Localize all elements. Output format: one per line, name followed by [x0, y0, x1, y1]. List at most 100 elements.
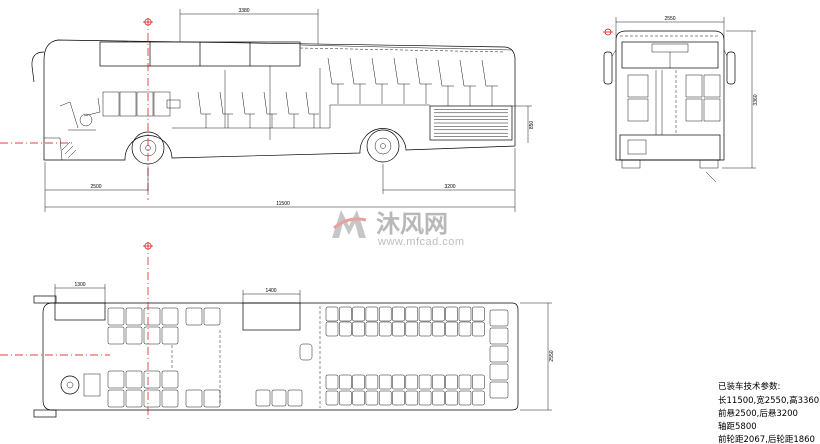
spec-line: 前轮距2067,后轮距1860 [718, 434, 815, 444]
plan-seat [325, 321, 339, 337]
plan-seat [143, 370, 161, 389]
plan-seat [472, 374, 485, 390]
plan-seat [432, 321, 445, 337]
plan-seat [432, 390, 445, 406]
plan-seat [352, 390, 365, 406]
plan-seat [458, 306, 472, 322]
plan-seat [489, 309, 509, 327]
plan-seat [405, 306, 419, 322]
side-mirror [31, 51, 45, 83]
side-seat [285, 91, 299, 128]
side-steering-wheel [79, 113, 93, 127]
plan-seat [325, 390, 339, 406]
plan-seat [489, 381, 509, 399]
plan-seat [405, 321, 419, 337]
plan-crosshair [143, 242, 153, 250]
rear-engine-grille [429, 105, 513, 141]
plan-seat [185, 307, 203, 326]
front-body-outline [615, 30, 725, 161]
plan-seat [445, 306, 458, 322]
spec-notes: 已装车技术参数: 长11500,宽2550,高3360 前悬2500,后悬320… [718, 381, 819, 444]
plan-seat [378, 321, 392, 337]
side-seat [327, 57, 344, 104]
plan-seat [143, 389, 161, 408]
plan-seat [255, 389, 271, 407]
plan-seat [161, 307, 179, 326]
plan-seat [107, 389, 125, 408]
logo-m-shape [332, 210, 366, 238]
plan-seat [489, 327, 509, 345]
front-width-label: 2550 [664, 16, 675, 22]
side-hatch-lines [61, 141, 77, 159]
side-crosshair [143, 18, 153, 26]
front-right-mirror [726, 51, 736, 85]
side-seat [393, 57, 410, 104]
plan-seat [143, 326, 161, 345]
plan-seat [365, 306, 379, 322]
side-seat [197, 91, 211, 128]
plan-seat [378, 374, 392, 390]
plan-seat [107, 307, 125, 326]
side-body-outline [43, 39, 516, 161]
rear-height-label: 850 [529, 121, 535, 130]
plan-seat [161, 389, 179, 408]
front-bumper [619, 134, 721, 161]
plan-seat [352, 306, 365, 322]
side-seat-box [136, 91, 154, 117]
plan-front-right-mirror [33, 409, 57, 418]
side-seat-box [102, 91, 120, 117]
plan-center-console [299, 343, 313, 361]
front-grille [627, 139, 647, 155]
plan-seat [445, 390, 458, 406]
spec-line: 轴距5800 [718, 421, 757, 432]
mfcad-logo-icon [332, 210, 367, 238]
plan-width-label: 2550 [549, 350, 555, 361]
plan-seat [392, 306, 405, 322]
side-floor-line [172, 104, 430, 129]
plan-driver-seat [83, 373, 101, 397]
front-overhang-label: 2500 [90, 184, 101, 190]
plan-seat [392, 390, 405, 406]
plan-seat [339, 306, 352, 322]
side-seat [305, 91, 319, 128]
rear-overhang-label: 3200 [444, 184, 455, 190]
side-rear-wheel [366, 129, 400, 163]
plan-seat [365, 374, 379, 390]
watermark: 沐风网 www.mfcad.com [332, 210, 464, 248]
plan-seat [339, 374, 352, 390]
driver-seat [59, 97, 101, 131]
front-destination-sign [651, 43, 689, 53]
plan-seat [418, 374, 432, 390]
spec-line: 长11500,宽2550,高3360 [718, 395, 819, 406]
front-seat-right-b [703, 74, 721, 98]
plan-seat [458, 390, 472, 406]
watermark-brand: 沐风网 [376, 210, 448, 238]
front-mirror-arm [723, 49, 728, 57]
plan-seat [107, 326, 125, 345]
plan-seat [352, 321, 365, 337]
plan-mid-box-label: 1400 [265, 288, 276, 294]
front-mirror-arm [611, 49, 617, 57]
rear-hub [374, 137, 392, 155]
logo-swoosh [333, 217, 367, 230]
plan-seat [203, 307, 221, 326]
spec-line: 前悬2500,后悬3200 [718, 408, 798, 419]
side-front-seat-boxes [102, 91, 181, 117]
plan-seat [405, 390, 419, 406]
plan-seat [472, 306, 485, 322]
side-seat [263, 91, 277, 128]
side-seat [459, 59, 476, 106]
plan-seat [339, 321, 352, 337]
front-seat-right-c [685, 98, 703, 122]
plan-mid-box [242, 302, 301, 331]
overall-length-label: 11500 [276, 201, 290, 207]
plan-steering-wheel [60, 375, 80, 395]
plan-seat [445, 321, 458, 337]
front-left-mirror [603, 51, 613, 85]
plan-seat [271, 389, 287, 407]
side-front-bumper [44, 137, 63, 161]
plan-seat [143, 307, 161, 326]
plan-seat [418, 390, 432, 406]
plan-seat [432, 306, 445, 322]
